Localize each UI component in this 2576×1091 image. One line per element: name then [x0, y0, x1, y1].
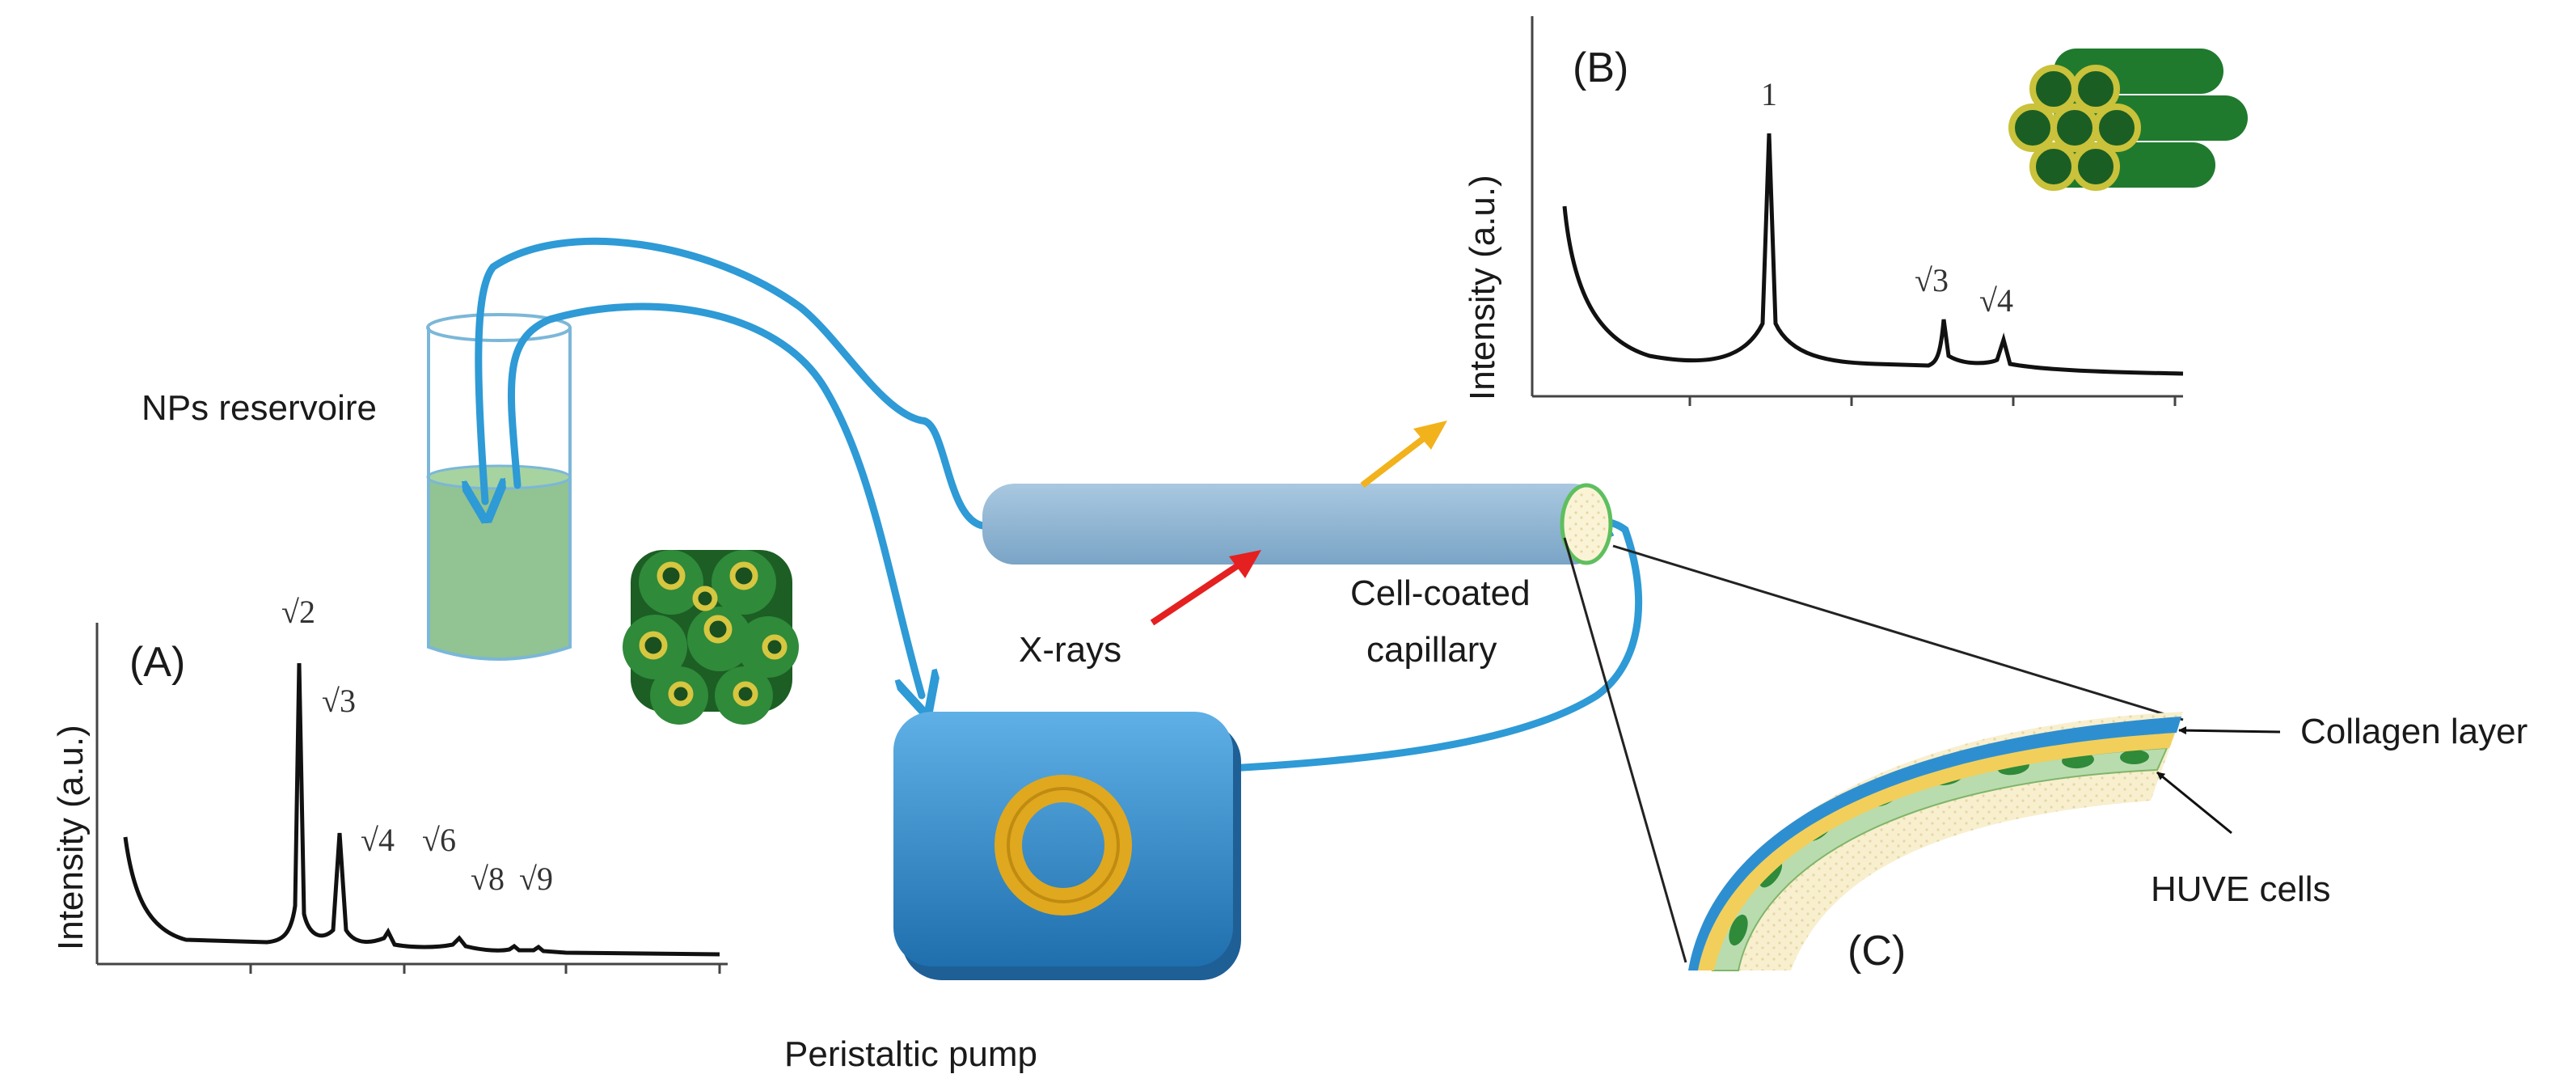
- xrays-label: X-rays: [1019, 630, 1122, 670]
- plot-b-ylabel: Intensity (a.u.): [1463, 175, 1502, 400]
- tube-reservoir-to-capillary: [479, 237, 986, 530]
- plot-a-peak-label: √2: [281, 594, 315, 630]
- pump-label: Peristaltic pump: [784, 1034, 1038, 1074]
- xray-arrow: [1150, 550, 1261, 626]
- plot-b-peak-label: √4: [1979, 282, 2013, 319]
- capillary-label-line2: capillary: [1366, 630, 1497, 670]
- huve-pointer: [2156, 771, 2232, 835]
- cubic-structure-illustration: [623, 550, 799, 725]
- reservoir-label: NPs reservoire: [141, 388, 377, 428]
- collagen-label: Collagen layer: [2300, 712, 2528, 751]
- panel-a-label: (A): [129, 639, 186, 686]
- tube-reservoir-to-pump: [507, 302, 922, 696]
- plot-a-peak-label: √3: [322, 683, 356, 719]
- reservoir-liquid: [429, 477, 570, 659]
- tube-pump-to-capillary: [1225, 522, 1643, 772]
- panel-c-label: (C): [1848, 928, 1907, 975]
- plot-a-peak-label: √8: [471, 861, 505, 897]
- hexagonal-cylinder-illustration: [2008, 49, 2248, 191]
- plot-a-peak-label: √6: [422, 822, 456, 858]
- vessel-wall-section: [1688, 712, 2183, 971]
- capillary-label-line1: Cell-coated: [1350, 573, 1531, 613]
- collagen-pointer: [2178, 726, 2281, 735]
- plot-a-peak-label: √4: [361, 822, 395, 858]
- plot-a-curve: [123, 662, 720, 957]
- plot-b-curve: [1562, 133, 2184, 376]
- scatter-arrow: [1360, 421, 1447, 488]
- huve-label: HUVE cells: [2151, 869, 2331, 909]
- plot-a-ylabel: Intensity (a.u.): [51, 725, 91, 950]
- plot-b: 1 √3 √4: [1531, 16, 2184, 406]
- outer-layer: [1688, 717, 2181, 970]
- tubing: [479, 237, 1643, 772]
- plot-a: √2 √3 √4 √6 √8 √9: [95, 594, 728, 974]
- plot-a-peak-label: √9: [519, 861, 553, 897]
- collagen-layer: [1698, 733, 2175, 970]
- plot-b-peak-label: 1: [1761, 76, 1777, 112]
- nps-reservoir: [426, 313, 572, 661]
- peristaltic-pump: [893, 712, 1241, 980]
- plot-b-peak-label: √3: [1915, 262, 1949, 298]
- panel-b-label: (B): [1573, 44, 1629, 91]
- cell-coated-capillary: [982, 483, 1613, 565]
